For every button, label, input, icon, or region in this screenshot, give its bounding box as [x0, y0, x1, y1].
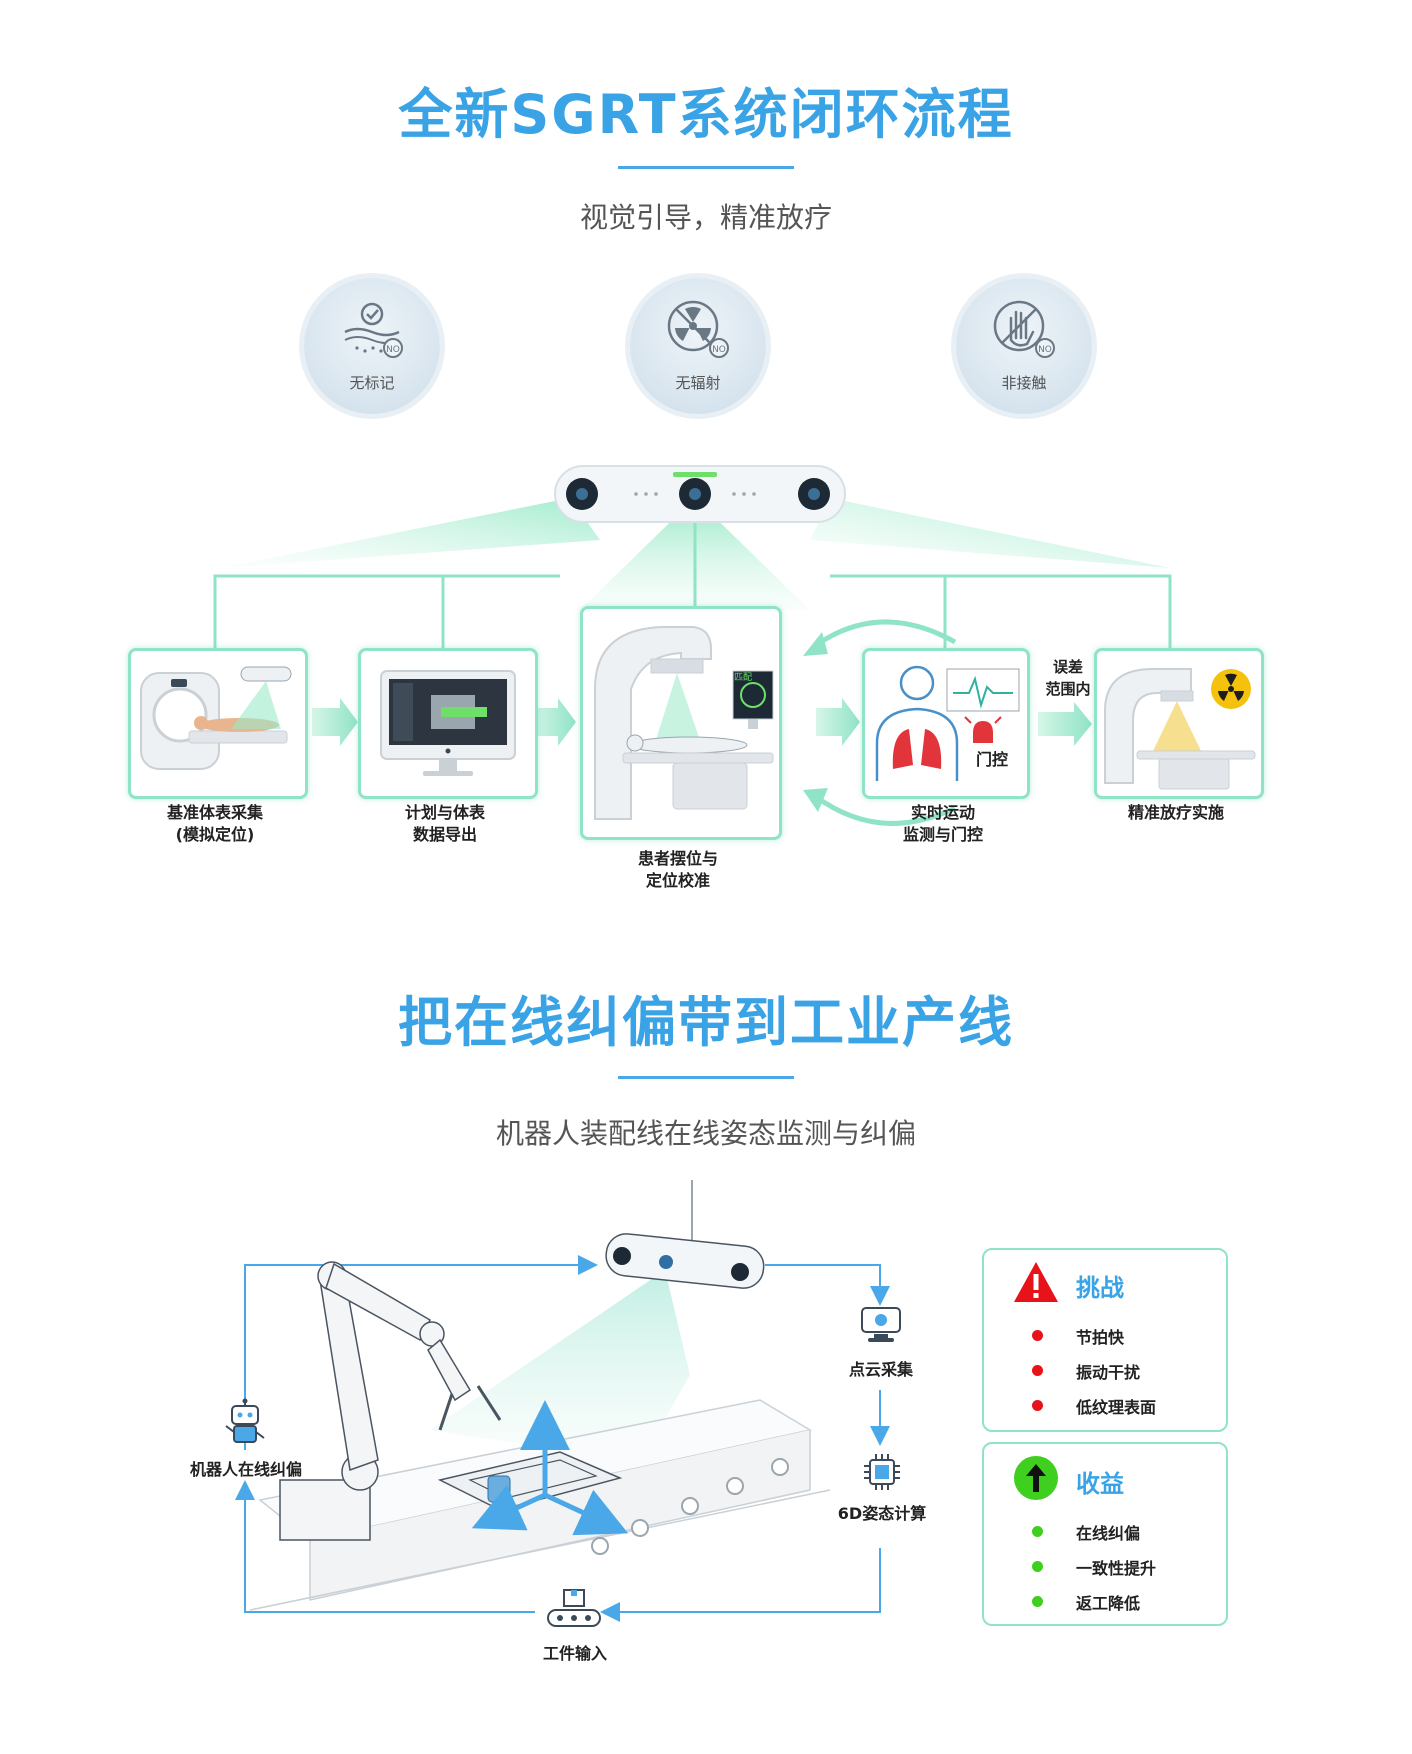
step-box-positioning [580, 606, 782, 840]
industrial-flow-graphics [235, 1180, 890, 1622]
benefit-item: 返工降低 [1076, 1594, 1141, 1613]
flow-arrow [532, 698, 576, 746]
step-caption: 实时运动监测与门控 [902, 803, 983, 844]
feature-no-contact: NO 非接触 [956, 278, 1092, 414]
svg-text:NO: NO [712, 345, 726, 355]
feature-no-radiation: NO 无辐射 [630, 278, 766, 414]
conveyor-box-icon [547, 1589, 601, 1627]
3d-camera [605, 1233, 765, 1289]
body-lungs-icon [875, 665, 1020, 781]
node-workpiece-input: 工件输入 [542, 1644, 607, 1663]
up-arrow-icon [1014, 1456, 1058, 1500]
feature-no-marker: NO 无标记 [304, 278, 440, 414]
section2-title: 把在线纠偏带到工业产线 [398, 991, 1014, 1054]
section2-subtitle: 机器人装配线在线姿态监测与纠偏 [495, 1117, 916, 1150]
ct-scanner-icon [140, 666, 292, 770]
bullet-dot [1032, 1596, 1043, 1607]
screen-tag: 匹配 [733, 673, 752, 683]
challenge-title: 挑战 [1076, 1274, 1124, 1302]
skin-check-icon: NO [344, 302, 403, 358]
step-box-monitoring [862, 648, 1030, 799]
section1-divider [618, 166, 794, 169]
feature-label: 非接触 [1001, 374, 1047, 392]
section1-subtitle: 视觉引导，精准放疗 [579, 201, 832, 234]
gating-tag: 门控 [975, 750, 1008, 769]
light-beam-right [810, 498, 1170, 568]
svg-text:NO: NO [386, 345, 400, 355]
light-beam-left [220, 498, 600, 568]
node-robot-correction: 机器人在线纠偏 [189, 1460, 302, 1479]
treatment-machine-icon [1104, 668, 1256, 790]
sgrt-flow-graphics [213, 465, 1172, 826]
step-caption: 计划与体表数据导出 [404, 803, 485, 844]
camera-icon [861, 1307, 901, 1342]
challenge-item: 振动干扰 [1076, 1363, 1141, 1382]
linac-icon [594, 626, 774, 820]
section2-divider [618, 1076, 794, 1079]
flow-arrow [816, 698, 860, 746]
section1-title: 全新SGRT系统闭环流程 [398, 83, 1014, 146]
step-box-treatment [1094, 648, 1264, 799]
bullet-dot [1032, 1526, 1043, 1537]
challenge-item: 低纹理表面 [1076, 1398, 1157, 1417]
svg-text:NO: NO [1038, 345, 1052, 355]
hand-icon: NO [993, 300, 1055, 358]
benefit-title: 收益 [1076, 1470, 1124, 1498]
benefit-item: 一致性提升 [1076, 1559, 1157, 1578]
benefit-panel: 收益 在线纠偏 一致性提升 返工降低 [982, 1442, 1228, 1626]
loop-arrow-head [803, 632, 828, 656]
step-caption: 精准放疗实施 [1127, 803, 1224, 822]
challenge-panel: 挑战 节拍快 振动干扰 低纹理表面 [982, 1248, 1228, 1432]
challenge-item: 节拍快 [1076, 1328, 1125, 1347]
step-box-baseline [128, 648, 308, 799]
feature-label: 无辐射 [675, 374, 721, 392]
bullet-dot [1032, 1330, 1043, 1341]
bullet-dot [1032, 1400, 1043, 1411]
loop-arrow-head [803, 788, 828, 812]
radiation-icon: NO [667, 300, 729, 358]
step-caption: 基准体表采集(模拟定位) [166, 803, 263, 844]
node-6d-pose: 6D姿态计算 [837, 1504, 927, 1523]
bullet-dot [1032, 1561, 1043, 1572]
step-box-plan-export [358, 648, 538, 799]
step-caption: 患者摆位与定位校准 [637, 849, 718, 890]
bullet-dot [1032, 1365, 1043, 1376]
chip-icon [864, 1454, 900, 1490]
node-point-cloud: 点云采集 [848, 1360, 913, 1379]
flow-arrow [1038, 702, 1092, 746]
warning-icon [1014, 1262, 1058, 1302]
robot-icon [225, 1398, 265, 1443]
feature-label: 无标记 [349, 374, 395, 392]
monitor-icon [380, 670, 516, 776]
error-range-label: 误差范围内 [1045, 658, 1091, 698]
benefit-item: 在线纠偏 [1076, 1524, 1141, 1543]
flow-arrow [312, 698, 358, 746]
